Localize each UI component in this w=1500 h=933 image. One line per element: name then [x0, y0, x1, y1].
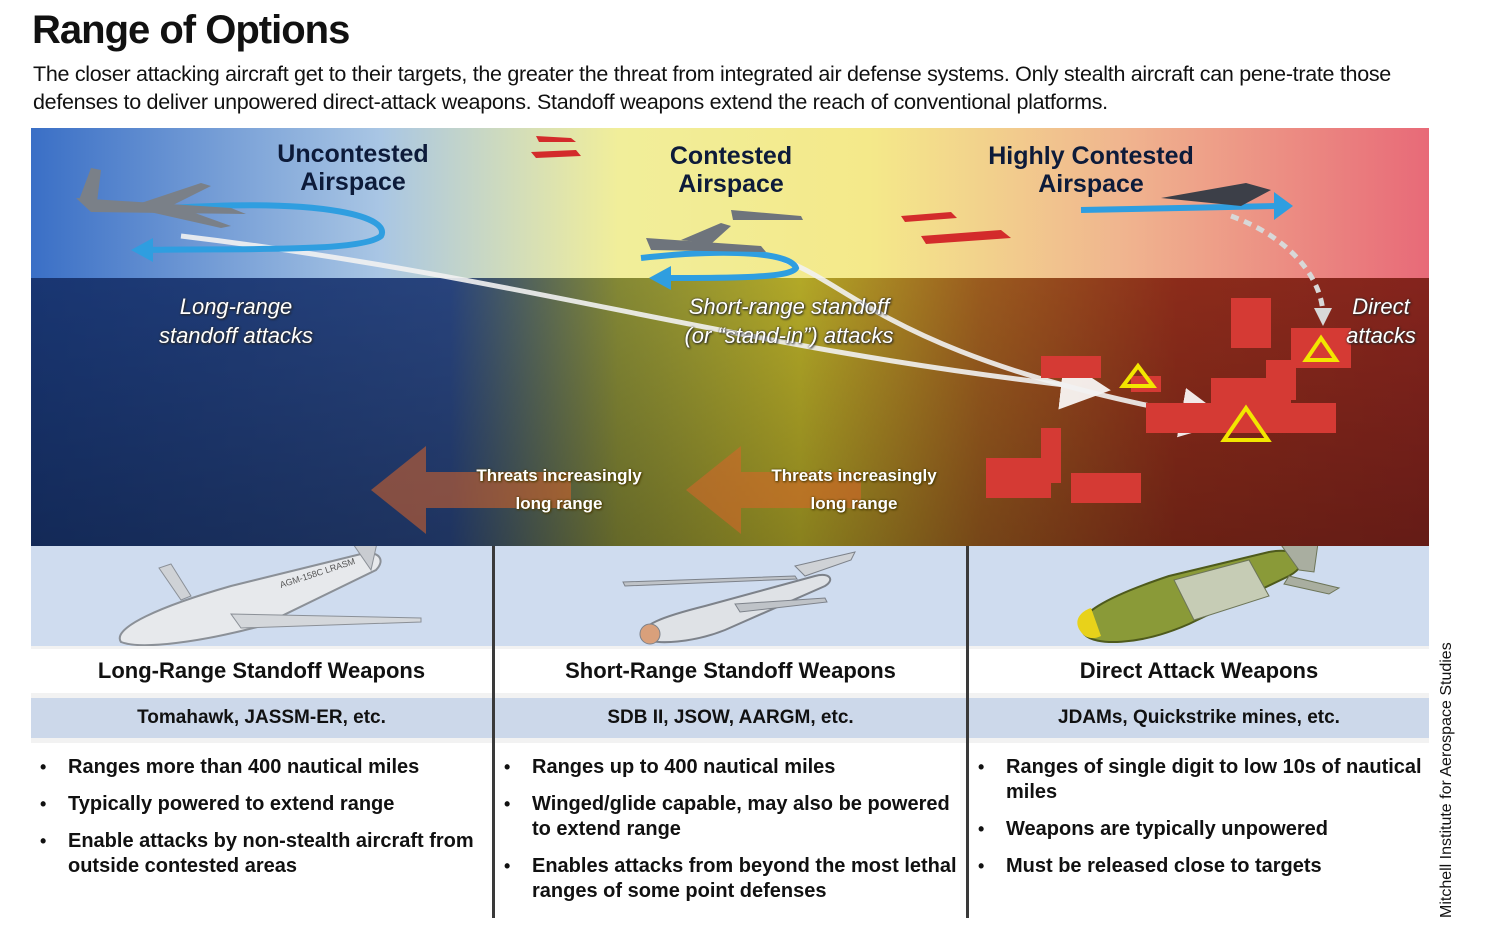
weapon-bullets: Ranges more than 400 nautical miles Typi…: [31, 743, 492, 918]
list-item: Ranges more than 400 nautical miles: [31, 755, 492, 780]
weapon-image-panel: [495, 546, 966, 646]
page-subtitle: The closer attacking aircraft get to the…: [33, 62, 1391, 114]
weapon-image-panel: AGM-158C LRASM: [31, 533, 492, 647]
direct-attack-flight-arrow: [1080, 203, 1277, 213]
threat-range-arrows: [371, 446, 861, 534]
guided-bomb-icon: [1077, 535, 1341, 643]
list-item: Typically powered to extend range: [31, 792, 492, 817]
list-item: Enable attacks by non-stealth aircraft f…: [31, 829, 492, 879]
weapon-category-name: Direct Attack Weapons: [969, 649, 1429, 693]
weapon-column-long-range: AGM-158C LRASM Long-Range Standoff Weapo…: [31, 533, 492, 918]
airspace-scene: Uncontested Airspace Contested Airspace …: [31, 128, 1429, 546]
page-title: Range of Options: [32, 8, 350, 52]
weapon-examples: JDAMs, Quickstrike mines, etc.: [969, 698, 1429, 738]
weapon-column-direct-attack: Direct Attack Weapons JDAMs, Quickstrike…: [969, 535, 1429, 918]
weapon-examples: Tomahawk, JASSM-ER, etc.: [31, 698, 492, 738]
weapon-category-name: Short-Range Standoff Weapons: [495, 649, 966, 693]
zone-label-uncontested: Uncontested Airspace: [277, 140, 429, 196]
list-item: Weapons are typically unpowered: [969, 817, 1429, 842]
attack-label-direct: Direct attacks: [1346, 294, 1416, 348]
attack-label-long-range: Long-range standoff attacks: [158, 294, 314, 348]
column-divider: [966, 546, 969, 918]
list-item: Must be released close to targets: [969, 854, 1429, 879]
short-range-maneuver-arrow: [640, 249, 800, 281]
weapons-comparison-table: AGM-158C LRASM Long-Range Standoff Weapo…: [31, 533, 1429, 918]
weapon-bullets: Ranges of single digit to low 10s of nau…: [969, 743, 1429, 918]
source-credit: Mitchell Institute for Aerospace Studies: [1438, 642, 1455, 918]
adversary-fighter-icon: [531, 136, 1011, 244]
stealth-bomber-icon: [1161, 183, 1271, 206]
list-item: Winged/glide capable, may also be powere…: [495, 792, 966, 842]
glide-bomb-icon: [622, 551, 856, 645]
long-range-maneuver-arrow: [140, 202, 385, 253]
weapon-examples: SDB II, JSOW, AARGM, etc.: [495, 698, 966, 738]
threat-arrow-west: [371, 446, 571, 534]
zone-label-highly-contested: Highly Contested Airspace: [988, 142, 1194, 198]
target-marker-icons: [1119, 334, 1340, 442]
fighter-aircraft-icon: [646, 210, 803, 252]
column-divider: [492, 546, 495, 918]
weapon-category-name: Long-Range Standoff Weapons: [31, 649, 492, 693]
weapon-column-short-range: Short-Range Standoff Weapons SDB II, JSO…: [495, 546, 966, 918]
zone-label-contested: Contested Airspace: [669, 142, 793, 198]
list-item: Enables attacks from beyond the most let…: [495, 854, 966, 904]
threat-label-west: Threats increasingly long range: [476, 466, 642, 513]
list-item: Ranges of single digit to low 10s of nau…: [969, 755, 1429, 805]
weapon-image-panel: [969, 535, 1429, 646]
attack-label-short-range: Short-range standoff (or “stand-in”) att…: [684, 294, 894, 348]
list-item: Ranges up to 400 nautical miles: [495, 755, 966, 780]
cruise-missile-icon: AGM-158C LRASM: [118, 533, 422, 647]
bomber-aircraft-icon: [76, 168, 246, 228]
weapon-bullets: Ranges up to 400 nautical miles Winged/g…: [495, 743, 966, 918]
threat-label-center: Threats increasingly long range: [771, 466, 937, 513]
threat-arrow-center: [686, 446, 861, 534]
scene-illustration: [31, 128, 1429, 546]
